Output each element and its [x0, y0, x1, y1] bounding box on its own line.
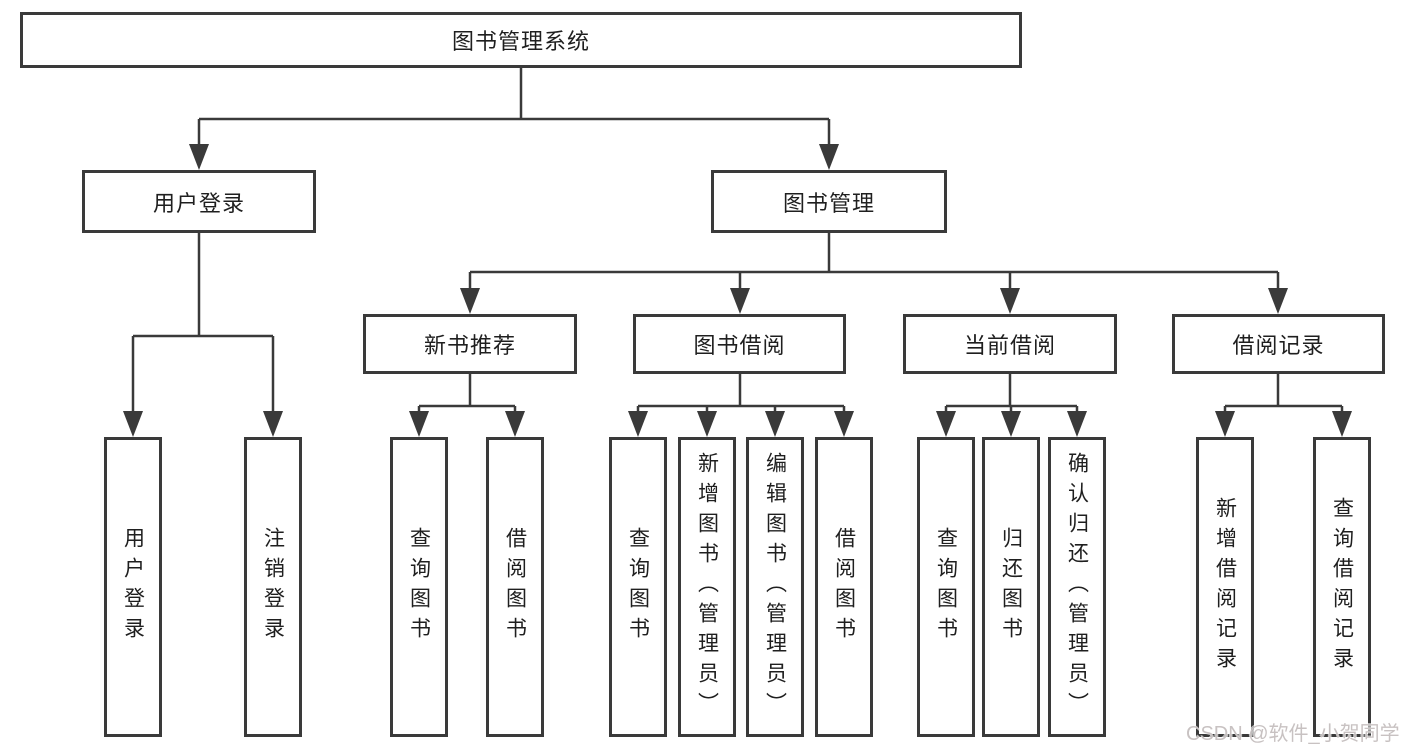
node-label: 注销登录 [261, 527, 285, 647]
node-current-borrow: 当前借阅 [903, 314, 1117, 374]
node-leaf-query-books: 查询图书 [390, 437, 448, 737]
node-label: 查询图书 [407, 527, 431, 647]
csdn-watermark: CSDN @软件_小贺同学 [1186, 723, 1400, 745]
node-leaf-query-books: 查询图书 [609, 437, 667, 737]
node-label: 查询借阅记录 [1330, 497, 1354, 677]
node-leaf-add-borrow-record: 新增借阅记录 [1196, 437, 1254, 737]
node-leaf-user-login: 用户登录 [104, 437, 162, 737]
node-leaf-borrow-books: 借阅图书 [486, 437, 544, 737]
node-leaf-query-books: 查询图书 [917, 437, 975, 737]
node-book-borrow: 图书借阅 [633, 314, 846, 374]
node-label: 新增图书（管理员） [695, 452, 719, 722]
node-label: 当前借阅 [963, 333, 1056, 358]
node-label: 编辑图书（管理员） [763, 452, 787, 722]
node-label: 借阅图书 [503, 527, 527, 647]
node-label: 归还图书 [999, 527, 1023, 647]
node-leaf-borrow-books: 借阅图书 [815, 437, 873, 737]
node-label: 查询图书 [626, 527, 650, 647]
node-label: 新书推荐 [423, 333, 516, 358]
node-label: 用户登录 [152, 190, 245, 216]
node-label: 图书借阅 [693, 333, 786, 358]
node-label: 借阅图书 [832, 527, 856, 647]
node-leaf-confirm-return-admin: 确认归还（管理员） [1048, 437, 1106, 737]
node-label: 查询图书 [934, 527, 958, 647]
arrowhead-icons [123, 144, 1352, 437]
node-label: 图书管理 [782, 190, 875, 216]
node-label: 图书管理系统 [451, 29, 590, 54]
node-leaf-add-books-admin: 新增图书（管理员） [678, 437, 736, 737]
node-book-management: 图书管理 [711, 170, 947, 233]
node-label: 新增借阅记录 [1213, 497, 1237, 677]
node-new-book-recommend: 新书推荐 [363, 314, 577, 374]
node-leaf-return-books: 归还图书 [982, 437, 1040, 737]
node-leaf-query-borrow-record: 查询借阅记录 [1313, 437, 1371, 737]
node-leaf-logout: 注销登录 [244, 437, 302, 737]
node-borrow-records: 借阅记录 [1172, 314, 1385, 374]
node-leaf-edit-books-admin: 编辑图书（管理员） [746, 437, 804, 737]
node-label: 借阅记录 [1232, 333, 1325, 358]
node-label: 确认归还（管理员） [1065, 452, 1089, 722]
node-label: 用户登录 [121, 527, 145, 647]
node-user-login: 用户登录 [82, 170, 316, 233]
node-root: 图书管理系统 [20, 12, 1022, 68]
